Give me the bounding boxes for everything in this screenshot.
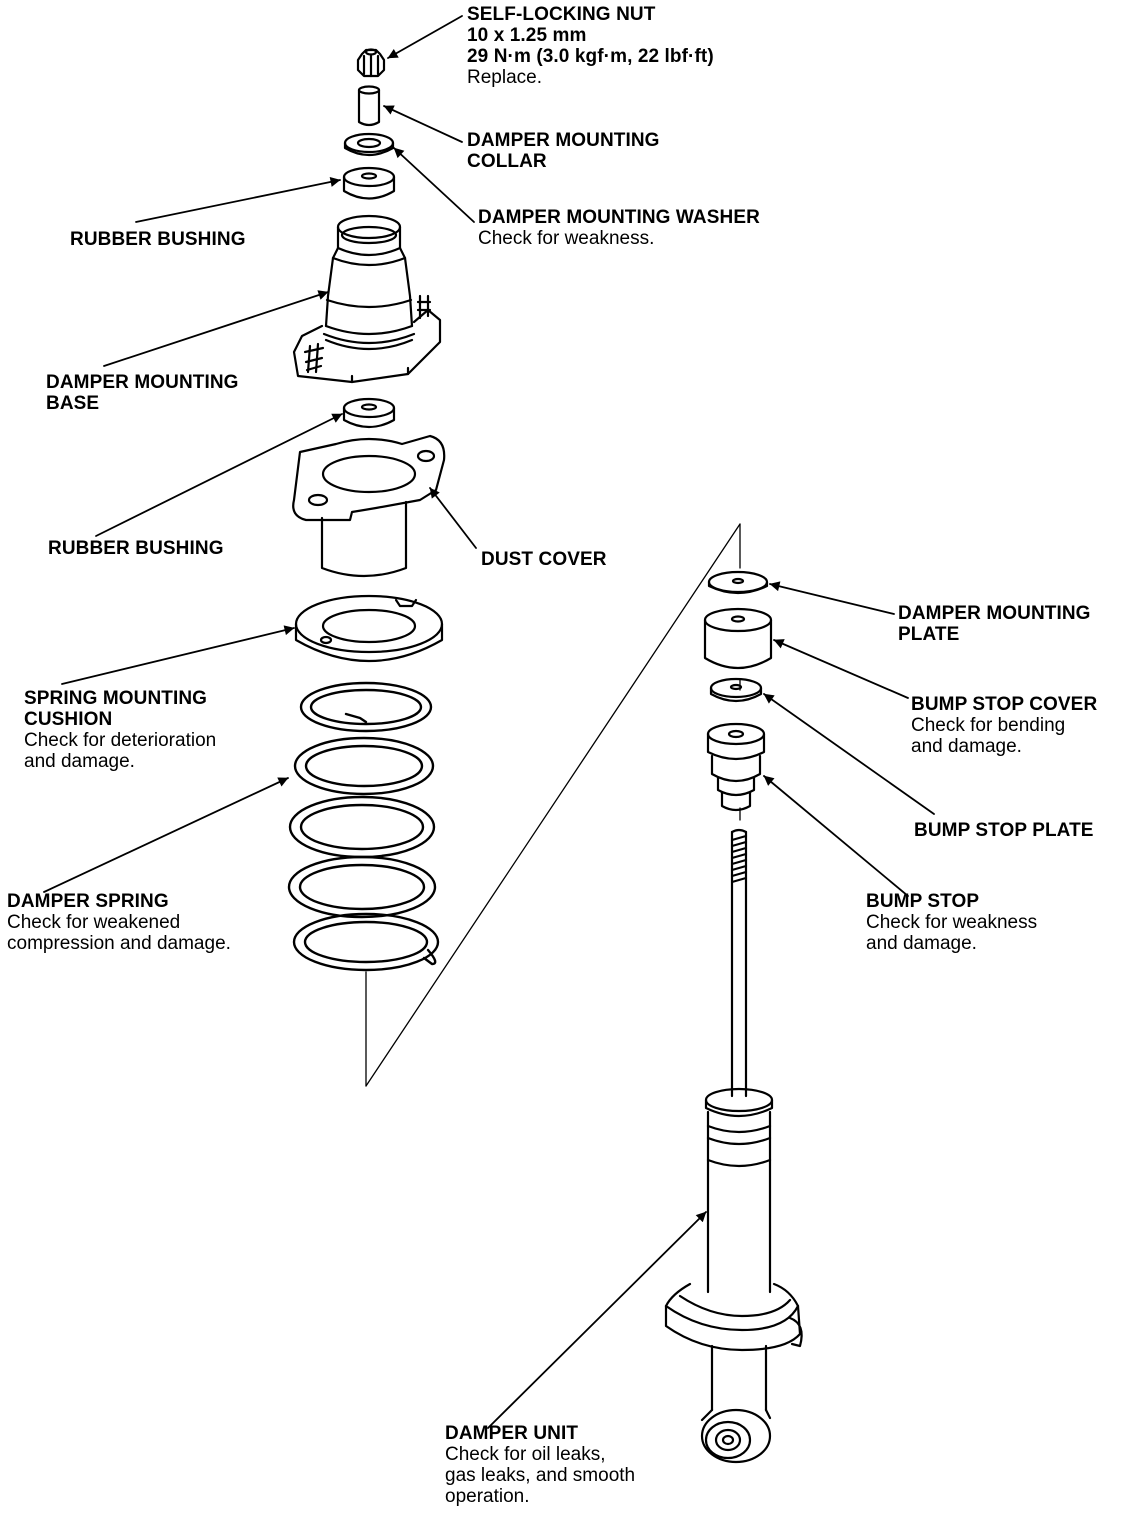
leader-lines	[43, 15, 935, 1429]
damper-spring-title: DAMPER SPRING	[7, 891, 169, 912]
damper-unit-note2: gas leaks, and smooth	[445, 1465, 636, 1486]
bump-stop-cover-part	[703, 607, 773, 669]
bump-stop-cover-note1: Check for bending	[911, 715, 1066, 736]
spring-mounting-cushion-part	[294, 594, 444, 662]
bump-stop-cover-label: BUMP STOP COVER Check for bending and da…	[911, 694, 1097, 757]
damper-mounting-washer-note: Check for weakness.	[478, 228, 655, 249]
damper-spring-note1: Check for weakened	[7, 912, 181, 933]
damper-mounting-washer-title: DAMPER MOUNTING WASHER	[478, 207, 760, 228]
damper-mounting-collar-line2: COLLAR	[467, 151, 547, 172]
spring-mounting-cushion-label: SPRING MOUNTING CUSHION Check for deteri…	[24, 688, 216, 772]
damper-mounting-collar-line1: DAMPER MOUNTING	[467, 130, 660, 151]
spring-mounting-cushion-line1: SPRING MOUNTING	[24, 688, 208, 709]
bump-stop-note2: and damage.	[866, 933, 977, 954]
damper-mounting-collar-label: DAMPER MOUNTING COLLAR	[467, 130, 660, 172]
damper-mounting-base-line2: BASE	[46, 393, 100, 414]
damper-mounting-plate-part	[707, 570, 769, 595]
bump-stop-cover-title: BUMP STOP COVER	[911, 694, 1098, 715]
bump-stop-title: BUMP STOP	[866, 891, 980, 912]
damper-unit-note1: Check for oil leaks,	[445, 1444, 606, 1465]
damper-spring-label: DAMPER SPRING Check for weakened compres…	[7, 891, 231, 954]
bump-stop-plate-part	[709, 677, 763, 703]
dust-cover-title: DUST COVER	[481, 549, 607, 570]
damper-spring-part	[287, 681, 440, 972]
spring-mounting-cushion-note1: Check for deterioration	[24, 730, 217, 751]
rubber-bushing-upper-title: RUBBER BUSHING	[70, 229, 246, 250]
rubber-bushing-lower-part	[342, 397, 396, 429]
bump-stop-plate-title: BUMP STOP PLATE	[914, 820, 1094, 841]
damper-mounting-washer-label: DAMPER MOUNTING WASHER Check for weaknes…	[478, 207, 760, 249]
damper-mounting-plate-label: DAMPER MOUNTING PLATE	[898, 603, 1091, 645]
damper-mounting-base-part	[292, 214, 442, 384]
self-locking-nut-title: SELF-LOCKING NUT	[467, 4, 656, 25]
bump-stop-part	[706, 722, 766, 812]
spring-mounting-cushion-note2: and damage.	[24, 751, 135, 772]
damper-unit-title: DAMPER UNIT	[445, 1423, 579, 1444]
self-locking-nut-part	[356, 48, 386, 78]
damper-mounting-base-line1: DAMPER MOUNTING	[46, 372, 239, 393]
damper-unit-note3: operation.	[445, 1486, 530, 1507]
dust-cover-label: DUST COVER	[481, 549, 607, 570]
damper-spring-note2: compression and damage.	[7, 933, 231, 954]
bump-stop-note1: Check for weakness	[866, 912, 1038, 933]
damper-mounting-plate-line1: DAMPER MOUNTING	[898, 603, 1091, 624]
damper-mounting-washer-part	[343, 132, 395, 157]
bump-stop-label: BUMP STOP Check for weakness and damage.	[866, 891, 1037, 954]
bump-stop-plate-label: BUMP STOP PLATE	[914, 820, 1094, 841]
self-locking-nut-note: Replace.	[467, 67, 542, 88]
damper-mounting-plate-line2: PLATE	[898, 624, 960, 645]
damper-unit-part	[664, 828, 803, 1464]
dust-cover-part	[292, 434, 446, 578]
self-locking-nut-spec-size: 10 x 1.25 mm	[467, 25, 587, 46]
damper-mounting-collar-part	[357, 85, 381, 127]
rubber-bushing-upper-part	[342, 166, 396, 200]
damper-mounting-base-label: DAMPER MOUNTING BASE	[46, 372, 239, 414]
spring-mounting-cushion-line2: CUSHION	[24, 709, 113, 730]
bump-stop-cover-note2: and damage.	[911, 736, 1022, 757]
rubber-bushing-upper-label: RUBBER BUSHING	[70, 229, 246, 250]
self-locking-nut-spec-torque: 29 N·m (3.0 kgf·m, 22 lbf·ft)	[467, 46, 714, 67]
construction-lines	[365, 523, 741, 1087]
self-locking-nut-label: SELF-LOCKING NUT 10 x 1.25 mm 29 N·m (3.…	[467, 4, 714, 88]
rubber-bushing-lower-label: RUBBER BUSHING	[48, 538, 224, 559]
rubber-bushing-lower-title: RUBBER BUSHING	[48, 538, 224, 559]
damper-unit-label: DAMPER UNIT Check for oil leaks, gas lea…	[445, 1423, 635, 1507]
